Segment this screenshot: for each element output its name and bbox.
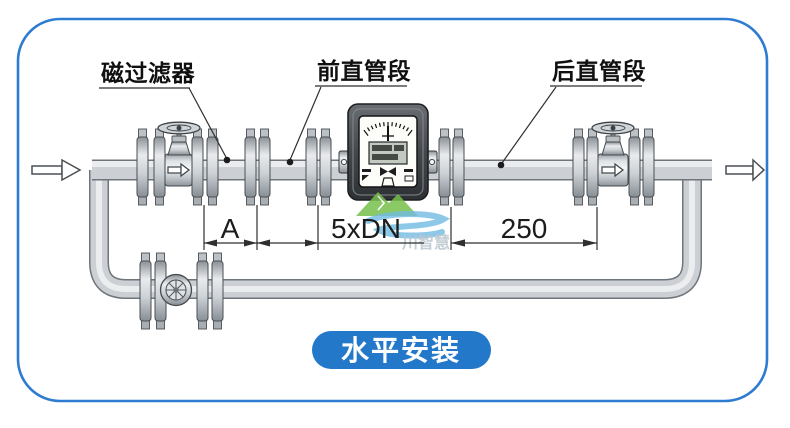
flowmeter-display (368, 141, 408, 165)
valve-flow-arrow-icon (601, 162, 624, 178)
outlet-valve-handwheel (591, 121, 635, 135)
bypass-valve (159, 273, 193, 307)
flowmeter (338, 103, 438, 201)
callout-magnetic-filter: 磁过滤器 (99, 60, 231, 164)
leader-dot (286, 158, 294, 166)
caption-badge: 水平安装 (312, 331, 491, 369)
watermark-swoosh-icon (365, 211, 451, 239)
watermark-mountain-icon (356, 192, 418, 216)
inlet-valve (157, 121, 201, 187)
watermark: 川智慧 (356, 192, 451, 252)
frame-border (16, 17, 769, 403)
leader-line (289, 86, 322, 161)
caption-pill (312, 331, 491, 369)
inlet-valve-handwheel (157, 121, 201, 135)
bypass-pipe (89, 170, 702, 299)
outlet-valve (591, 121, 635, 187)
bypass-valve-assembly (139, 252, 224, 330)
leader-dot (223, 156, 231, 164)
dimension-250-text: 250 (501, 213, 548, 244)
flowmeter-symbols (362, 167, 414, 187)
leader-line (188, 87, 228, 160)
flowmeter-scale (363, 122, 413, 136)
dimension-filter-length: A (203, 205, 258, 250)
callout-front-straight: 前直管段 (286, 58, 411, 166)
leader-dot (497, 161, 505, 169)
valve-flow-arrow-icon (167, 162, 190, 178)
dimension-a-text: A (221, 213, 240, 244)
watermark-text: 川智慧 (401, 233, 450, 252)
flowmeter-needle (382, 126, 394, 141)
inlet-flow-arrow-icon (31, 158, 82, 182)
callout-rear-straight: 后直管段 (497, 58, 646, 169)
label-rear-straight: 后直管段 (552, 58, 646, 84)
dimension-rear-run: 250 (450, 207, 598, 250)
caption-text: 水平安装 (341, 335, 461, 366)
label-front-straight: 前直管段 (317, 58, 411, 84)
dimension-front-run: 5xDN (257, 205, 424, 250)
label-magnetic-filter: 磁过滤器 (101, 60, 196, 86)
outlet-flow-arrow-icon (725, 158, 766, 182)
dimension-5xdn-text: 5xDN (331, 213, 401, 244)
leader-line (501, 86, 557, 164)
